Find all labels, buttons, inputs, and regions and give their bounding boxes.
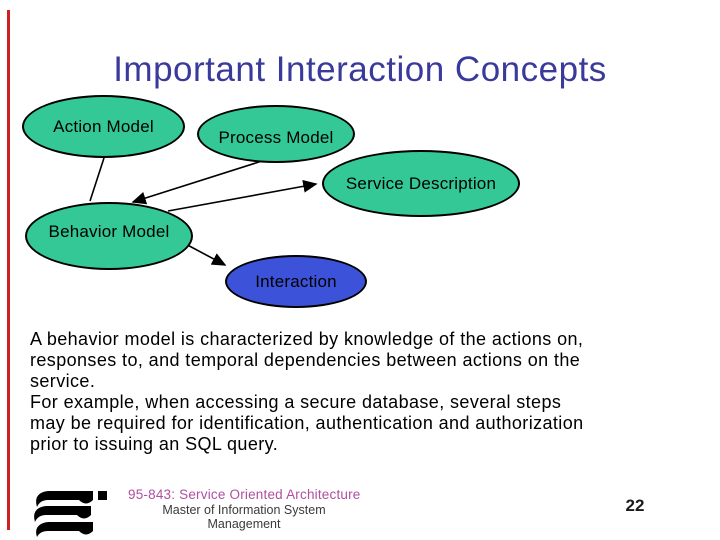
body-paragraph: A behavior model is characterized by kno… <box>30 329 670 455</box>
node-process-model-label: Process Model <box>218 128 334 147</box>
page-number: 22 <box>625 496 645 515</box>
body-line: may be required for identification, auth… <box>30 413 584 433</box>
body-line: A behavior model is characterized by kno… <box>30 329 584 349</box>
footer-org-line: Master of Information System <box>162 503 326 517</box>
node-interaction-label: Interaction <box>255 271 337 291</box>
node-interaction: Interaction <box>225 255 367 308</box>
node-action-model: Action Model <box>22 95 185 158</box>
footer-organization: Master of Information System Management <box>128 503 360 531</box>
node-service-description-label: Service Description <box>345 173 497 193</box>
node-action-model-label: Action Model <box>53 116 154 136</box>
body-line: prior to issuing an SQL query. <box>30 434 279 454</box>
red-accent-bar <box>7 10 10 530</box>
node-behavior-model: Behavior Model <box>25 202 193 270</box>
footer-org-line: Management <box>207 517 281 531</box>
node-process-model: Process Model <box>197 105 355 163</box>
body-line: service. <box>30 371 96 391</box>
node-service-description: Service Description <box>322 150 520 217</box>
school-logo-icon <box>34 491 107 537</box>
body-line: For example, when accessing a secure dat… <box>30 392 562 412</box>
body-line: responses to, and temporal dependencies … <box>30 350 581 370</box>
footer-course-title: 95-843: Service Oriented Architecture <box>128 487 361 502</box>
node-behavior-model-label: Behavior Model <box>48 222 170 241</box>
slide-title: Important Interaction Concepts <box>113 50 607 89</box>
